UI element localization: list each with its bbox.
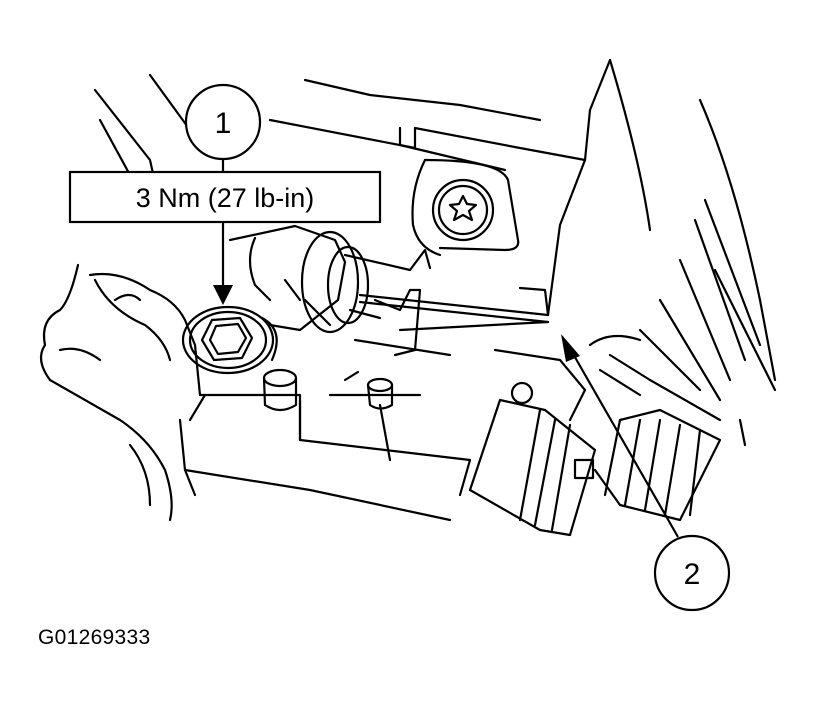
callout-2: 2 [561,334,731,612]
upper-housing [268,58,777,382]
figure-id: G01269333 [38,626,151,649]
hex-bolt [181,305,278,375]
torque-spec-text: 3 Nm (27 lb-in) [136,183,315,213]
torque-spec-label: 3 Nm (27 lb-in) [68,170,382,305]
base-plate [178,368,472,522]
sensor-rod [358,286,550,332]
harness-connectors [468,198,777,537]
callout-2-number: 2 [684,558,701,591]
callout-1-number: 1 [215,107,232,140]
sensor-body [228,224,452,357]
bracket [411,158,520,257]
left-structure [39,73,202,522]
callout-1: 1 [184,83,262,172]
